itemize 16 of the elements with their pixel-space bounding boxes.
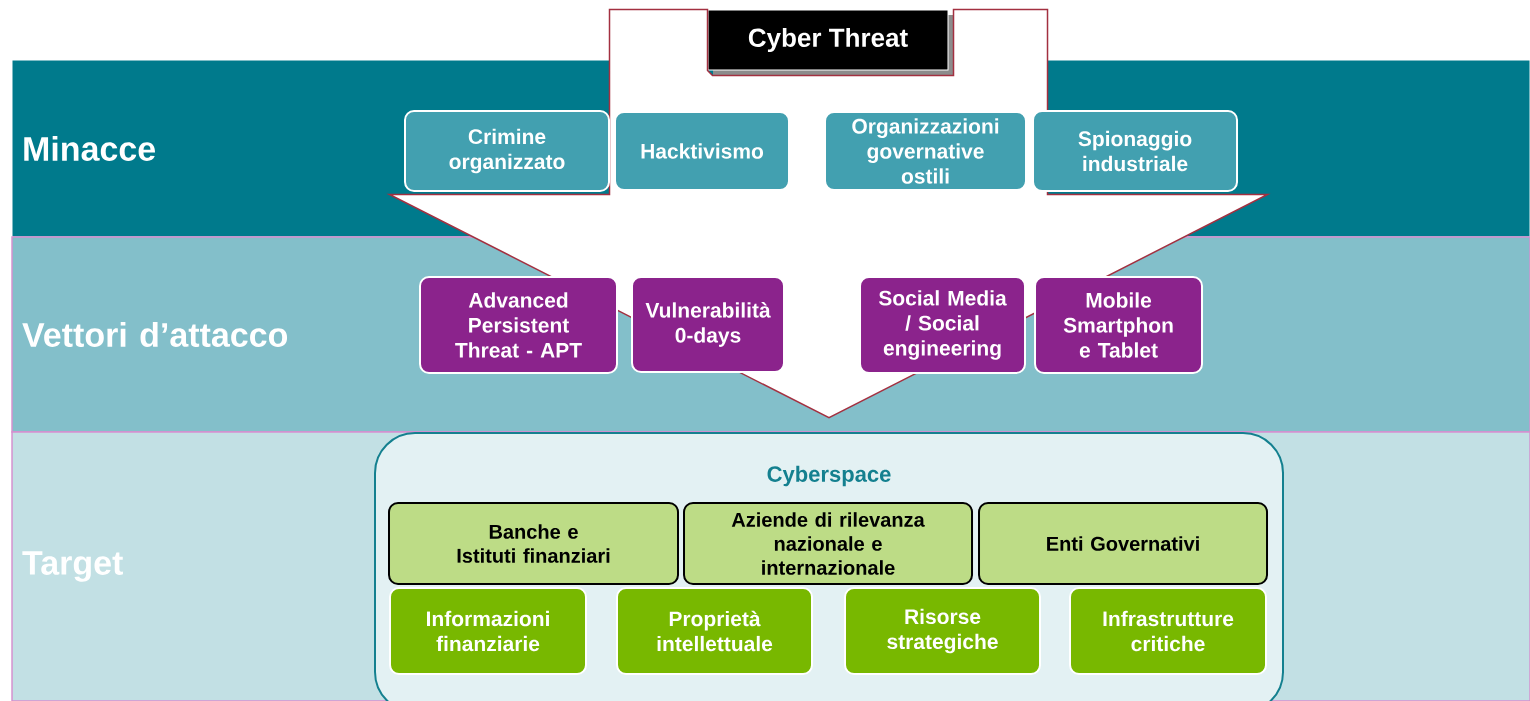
threat-box: Hacktivismo — [614, 111, 790, 191]
target-box: Banche e Istituti finanziari — [388, 502, 679, 585]
asset-box: Proprietà intellettuale — [616, 587, 813, 675]
target-box: Aziende di rilevanza nazionale e internazionale — [683, 502, 973, 585]
asset-box: Risorse strategiche — [844, 587, 1041, 675]
threat-box: Organizzazioni governative ostili — [824, 111, 1027, 191]
vector-box: Advanced Persistent Threat - APT — [419, 276, 618, 374]
vector-box: Mobile Smartphon e Tablet — [1034, 276, 1203, 374]
threat-box: Spionaggio industriale — [1032, 110, 1238, 192]
asset-box: Infrastrutture critiche — [1069, 587, 1267, 675]
threat-box: Crimine organizzato — [404, 110, 610, 192]
target-box: Enti Governativi — [978, 502, 1268, 585]
vector-box: Vulnerabilità 0-days — [631, 276, 785, 373]
cyber-threat-box: Cyber Threat — [707, 9, 953, 75]
vector-box: Social Media / Social engineering — [859, 276, 1026, 374]
asset-box: Informazioni finanziarie — [389, 587, 587, 675]
